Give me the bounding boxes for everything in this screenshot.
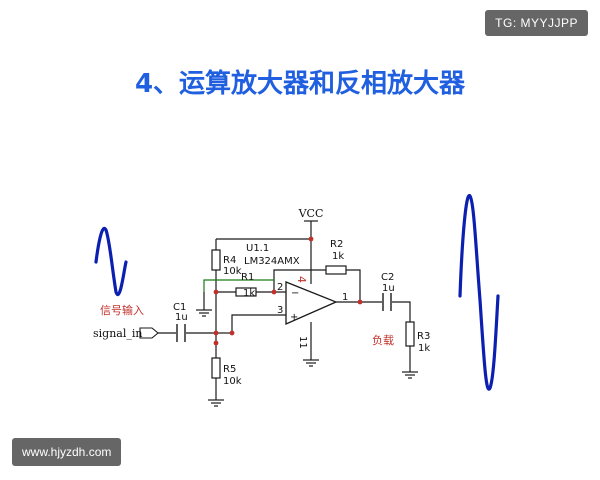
input-waveform xyxy=(94,226,128,297)
r2-ref-label: R2 xyxy=(330,239,343,250)
junction-nodes xyxy=(213,236,363,346)
r3-value-label: 1k xyxy=(418,343,430,354)
opamp-symbol xyxy=(285,281,338,325)
resistor-r5 xyxy=(211,357,221,379)
opamp-part-label: LM324AMX xyxy=(244,256,300,267)
r3-ref-label: R3 xyxy=(417,331,430,342)
c1-value-label: 1u xyxy=(175,312,188,323)
capacitor-c2 xyxy=(382,293,392,311)
r1-ref-label: R1 xyxy=(241,272,254,283)
r2-value-label: 1k xyxy=(332,251,344,262)
ground-symbols xyxy=(196,309,418,407)
r5-ref-label: R5 xyxy=(223,364,236,375)
input-label: 信号输入 xyxy=(100,303,144,317)
r1-value-label: 1k xyxy=(243,288,255,299)
r4-ref-label: R4 xyxy=(223,255,236,266)
opamp-minus-sign: − xyxy=(291,288,299,299)
page-title: 4、运算放大器和反相放大器 xyxy=(135,68,466,99)
vcc-label: VCC xyxy=(298,207,324,220)
pin-3-label: 3 xyxy=(277,305,283,316)
pin-2-label: 2 xyxy=(277,282,283,293)
signal-in-port xyxy=(139,327,159,339)
resistor-r2 xyxy=(325,265,347,275)
reference-wire xyxy=(203,279,274,292)
signal-in-label: signal_in xyxy=(93,327,142,340)
watermark-bottom: www.hjyzdh.com xyxy=(12,438,122,466)
r5-value-label: 10k xyxy=(223,376,242,387)
watermark-top: TG: MYYJJPP xyxy=(485,10,588,36)
load-label: 负载 xyxy=(372,333,394,347)
capacitor-c1 xyxy=(176,324,186,342)
c1-ref-label: C1 xyxy=(173,302,186,313)
r4-value-label: 10k xyxy=(223,266,242,277)
wires xyxy=(158,220,411,400)
c2-ref-label: C2 xyxy=(381,272,394,283)
resistor-r4 xyxy=(211,249,221,271)
pin-1-label: 1 xyxy=(342,292,348,303)
pin-11-label: 11 xyxy=(297,336,308,349)
resistor-r1 xyxy=(235,287,257,297)
opamp-plus-sign: + xyxy=(290,312,298,323)
opamp-ref-label: U1.1 xyxy=(246,243,269,254)
output-waveform xyxy=(458,194,500,391)
c2-value-label: 1u xyxy=(382,283,395,294)
pin-4-label: 4 xyxy=(295,276,308,283)
resistor-r3 xyxy=(405,321,415,347)
